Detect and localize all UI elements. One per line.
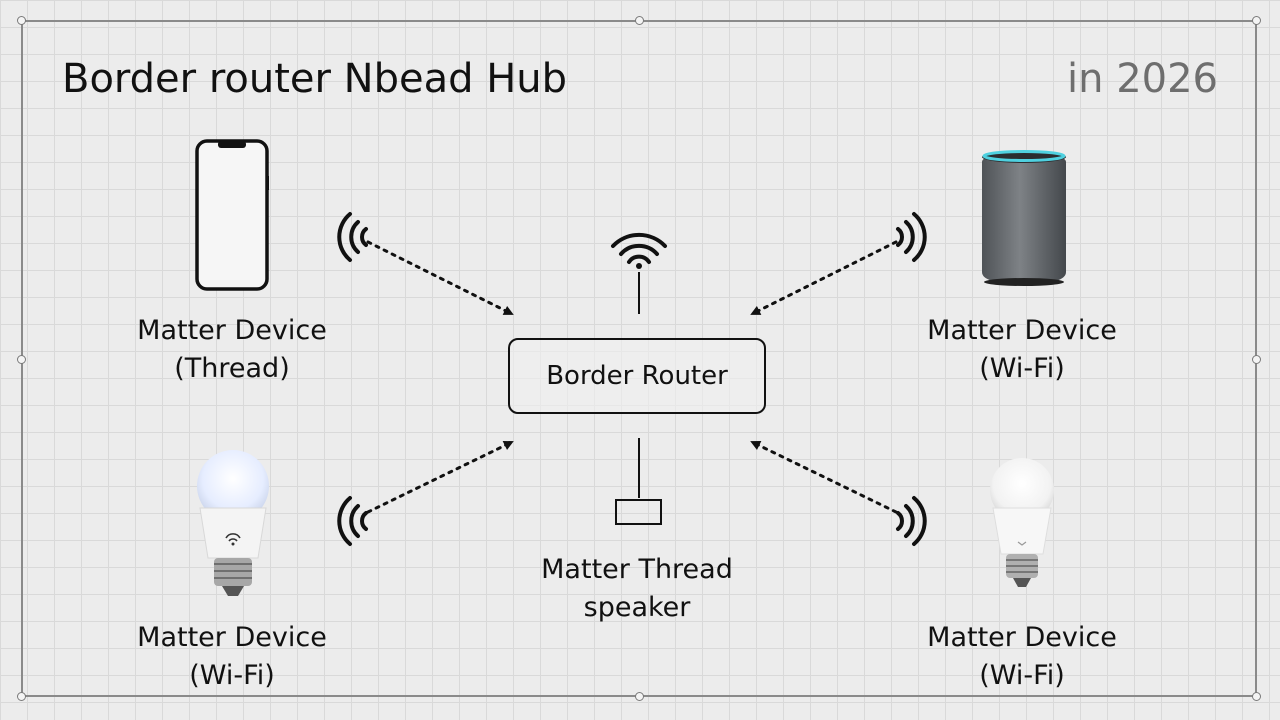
- dotted-arrow-top-right: [750, 240, 898, 316]
- resize-handle-bottom-left[interactable]: [17, 692, 26, 701]
- border-router-box[interactable]: Border Router: [508, 338, 766, 414]
- page-title: Border router Nbead Hub: [62, 56, 568, 102]
- smartphone-icon: [195, 139, 269, 291]
- resize-handle-middle-right[interactable]: [1252, 355, 1261, 364]
- device-label-line1: Matter Device: [927, 315, 1117, 346]
- wireless-icon-bottom-right: [896, 496, 927, 546]
- dotted-arrow-top-left: [366, 240, 514, 316]
- wireless-icon-top-left: [337, 212, 368, 262]
- device-label-line2: (Thread): [174, 353, 290, 384]
- year-label: in 2026: [1067, 56, 1218, 102]
- device-label-line1: Matter Device: [137, 315, 327, 346]
- resize-handle-top-left[interactable]: [17, 16, 26, 25]
- device-label-top-left: Matter Device (Thread): [92, 312, 372, 388]
- device-label-line1: Matter Device: [137, 622, 327, 653]
- wireless-icon-top-right: [896, 212, 927, 262]
- resize-handle-bottom-right[interactable]: [1252, 692, 1261, 701]
- dotted-arrow-bottom-right: [750, 440, 898, 514]
- device-label-line2: speaker: [583, 592, 691, 623]
- resize-handle-top-center[interactable]: [635, 16, 644, 25]
- smart-speaker-icon: [982, 150, 1066, 286]
- smart-bulb-icon-right: [990, 458, 1054, 587]
- device-label-line2: (Wi-Fi): [189, 660, 275, 691]
- device-label-bottom-right: Matter Device (Wi-Fi): [882, 619, 1162, 695]
- resize-handle-middle-left[interactable]: [17, 355, 26, 364]
- wireless-icon-bottom-left: [337, 496, 368, 546]
- smart-bulb-icon-left: [197, 450, 269, 596]
- dotted-arrow-bottom-left: [366, 440, 514, 514]
- device-label-top-right: Matter Device (Wi-Fi): [882, 312, 1162, 388]
- device-label-line1: Matter Device: [927, 622, 1117, 653]
- resize-handle-bottom-center[interactable]: [635, 692, 644, 701]
- device-label-line1: Matter Thread: [541, 554, 733, 585]
- border-router-label: Border Router: [546, 361, 728, 391]
- device-label-bottom-center: Matter Thread speaker: [497, 551, 777, 627]
- small-box-icon: [615, 499, 662, 525]
- device-label-line2: (Wi-Fi): [979, 660, 1065, 691]
- device-label-bottom-left: Matter Device (Wi-Fi): [92, 619, 372, 695]
- resize-handle-top-right[interactable]: [1252, 16, 1261, 25]
- wifi-icon-router: [611, 232, 667, 269]
- device-label-line2: (Wi-Fi): [979, 353, 1065, 384]
